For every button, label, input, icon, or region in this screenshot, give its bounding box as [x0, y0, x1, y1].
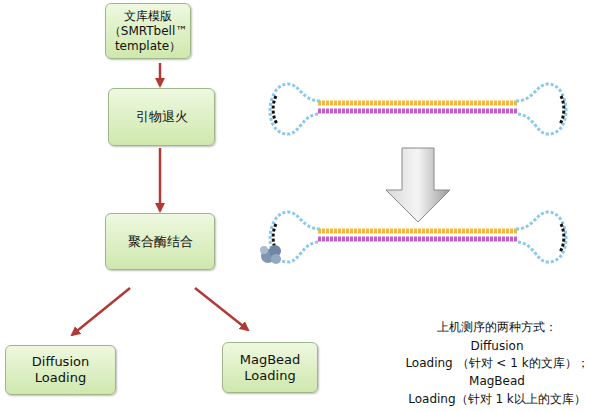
smrtbell-molecule — [270, 212, 566, 262]
box-text: 引物退火 — [136, 109, 188, 125]
note-text: 上机测序的两种方式： — [437, 320, 557, 335]
process-arrow — [386, 148, 450, 222]
box-text: 聚合酶结合 — [128, 234, 193, 250]
process-box: 文库模版 （SMRTbell™ template） — [105, 3, 191, 59]
flow-arrow — [159, 63, 162, 86]
polymerase-blob — [260, 245, 281, 264]
process-box: 引物退火 — [108, 88, 215, 146]
smrtbell-molecule — [270, 84, 566, 134]
note-text: Loading（针对 1 k以上的文库） — [408, 392, 586, 407]
process-box: 聚合酶结合 — [105, 213, 215, 270]
process-box: MagBead Loading — [222, 342, 318, 393]
box-text: MagBead Loading — [230, 352, 310, 384]
process-box: Diffusion Loading — [5, 345, 116, 395]
box-text: Diffusion Loading — [21, 354, 101, 386]
flow-arrow — [72, 288, 130, 335]
note-text: Loading （针对 < 1 k的文库）； — [405, 356, 588, 371]
flow-arrow — [159, 148, 162, 211]
box-text: 文库模版 （SMRTbell™ template） — [106, 9, 190, 54]
note-text: MagBead — [469, 374, 525, 389]
flow-arrow — [195, 288, 248, 330]
note-text: Diffusion — [471, 339, 524, 354]
